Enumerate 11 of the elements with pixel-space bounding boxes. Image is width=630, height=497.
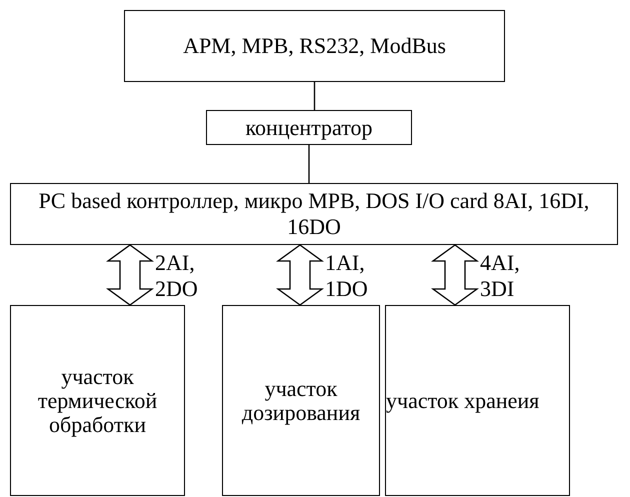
double-block-arrow — [431, 244, 479, 306]
process-box: участок термической обработки — [10, 305, 185, 496]
process-box: АРМ, МРВ, RS232, ModBus — [124, 10, 505, 82]
process-box: концентратор — [206, 110, 412, 145]
double-block-arrow — [276, 244, 324, 306]
process-box: PC based контроллер, микро МРВ, DOS I/O card 8AI, 16DI, 16DO — [10, 183, 618, 245]
connector-line — [314, 82, 316, 110]
connector-line — [308, 145, 310, 183]
process-box: участок дозирования — [222, 305, 380, 496]
double-block-arrow — [106, 244, 154, 306]
process-box: участок хранеия — [385, 305, 570, 496]
